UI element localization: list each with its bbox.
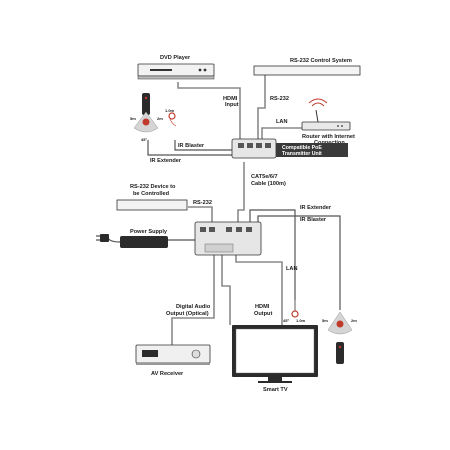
rs232-top-label: RS-232: [270, 96, 289, 102]
remote-control-icon: [142, 93, 150, 115]
transmitter-label-2: Transmitter Unit: [282, 151, 322, 157]
cable-label-1: CAT5e/6/7: [251, 174, 278, 180]
ir-angle-top: 45°: [141, 137, 147, 142]
av-receiver-label: AV Receiver: [151, 371, 184, 377]
ir-range-a-top: 5m: [130, 116, 136, 121]
av-receiver-icon: [135, 344, 211, 365]
ir-blaster-right-label: IR Blaster: [300, 217, 327, 223]
tv-icon: [232, 325, 318, 383]
rs232-device-icon: [116, 199, 188, 211]
hdmi-output-label-1: HDMI: [255, 304, 270, 310]
remote-control-icon: [336, 342, 344, 364]
power-supply-label: Power Supply: [130, 229, 168, 235]
ir-blaster-cable-top: [174, 140, 233, 151]
rs232-device-label-2: be Controlled: [133, 191, 170, 197]
hdmi-output-label-2: Output: [254, 311, 272, 317]
power-cord: [107, 237, 121, 243]
digital-audio-label-2: Output (Optical): [166, 311, 209, 317]
ir-receiver-icon: [168, 112, 177, 127]
hdmi-input-label-2: Input: [225, 102, 239, 108]
lan-top-label: LAN: [276, 119, 288, 125]
smart-tv-label: Smart TV: [263, 387, 288, 393]
ir-range-cone-right: [327, 311, 353, 335]
cat-cable: [237, 162, 245, 222]
ir-extender-right-label: IR Extender: [300, 205, 332, 211]
ir-range-a-right: 5m: [322, 318, 328, 323]
hdmi-output-cable: [221, 255, 231, 325]
ir-extender-cable-top: [147, 140, 233, 156]
lan-router-cable: [261, 127, 308, 140]
ir-angle-right-a: 45°: [283, 318, 289, 323]
dvd-player-icon: [137, 63, 215, 80]
ir-extender-cable-right: [249, 209, 296, 300]
cable-label-2: Cable (100m): [251, 181, 286, 187]
router-icon: [301, 98, 351, 131]
ir-blaster-top-label: IR Blaster: [178, 143, 205, 149]
ir-receiver-icon: [291, 300, 299, 318]
rs232-device-cable: [188, 206, 213, 225]
rs232-control-cable: [257, 72, 266, 140]
rs232-device-label-1: RS-232 Device to: [130, 184, 176, 190]
transmitter-label-1: Compatible PoE: [282, 145, 322, 151]
digital-audio-label-1: Digital Audio: [176, 304, 211, 310]
ir-range-cone-top: [133, 111, 159, 133]
power-brick-icon: [120, 236, 168, 248]
optical-cable: [171, 255, 215, 345]
ir-distance-top: 1.0m: [165, 108, 175, 113]
cables: [107, 72, 341, 345]
ir-extender-top-label: IR Extender: [150, 158, 182, 164]
transmitter-label-bg: [276, 143, 348, 157]
router-label-1: Router with Internet: [302, 134, 355, 140]
power-plug-icon: [96, 234, 109, 242]
transmitter-unit: [231, 138, 277, 159]
dvd-player-label: DVD Player: [160, 55, 191, 61]
ir-range-b-right: 2m: [351, 318, 357, 323]
lan-tv-cable: [235, 255, 283, 325]
hdmi-input-label-1: HDMI: [223, 96, 238, 102]
ir-distance-right: 1.0m: [296, 318, 306, 323]
ir-range-b-top: 2m: [157, 116, 163, 121]
rs232-mid-label: RS-232: [193, 200, 212, 206]
receiver-unit: [194, 221, 262, 256]
hdmi-input-cable: [177, 82, 241, 140]
lan-mid-label: LAN: [286, 266, 298, 272]
rs232-control-system-label: RS-232 Control System: [290, 58, 352, 64]
ir-blaster-cable-right: [257, 215, 341, 310]
rs232-control-system-icon: [253, 65, 361, 76]
